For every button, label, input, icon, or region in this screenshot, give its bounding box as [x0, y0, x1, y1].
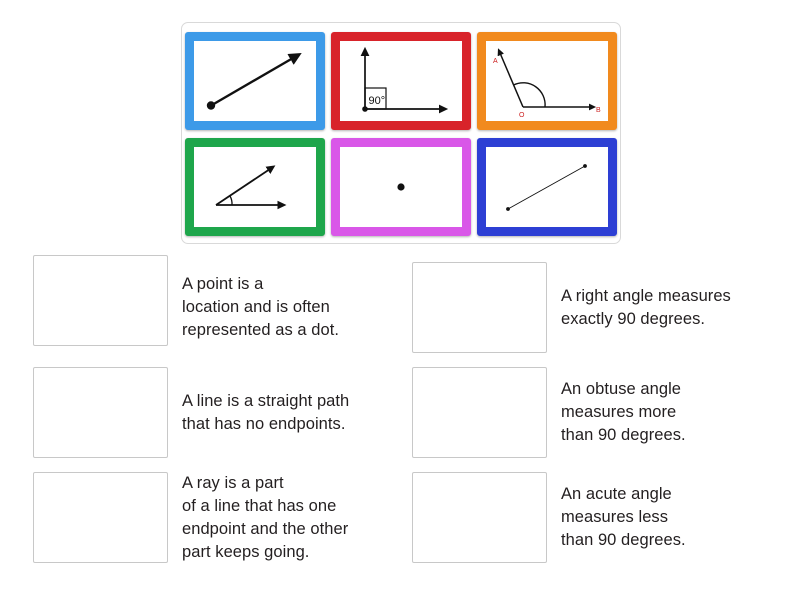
answer-text-obtuse-angle: An obtuse angle measures more than 90 de… — [561, 380, 686, 444]
answer-row: An acute angle measures less than 90 deg… — [412, 465, 787, 570]
acute-angle-figure — [215, 165, 287, 210]
answers-column-left: A point is a location and is often repre… — [33, 255, 408, 570]
drop-zone-acute-angle[interactable] — [412, 472, 547, 563]
tile-acute-angle[interactable] — [185, 138, 325, 236]
drop-zone-point[interactable] — [33, 255, 168, 346]
vertex-label-o: O — [519, 112, 525, 119]
tile-line-segment[interactable] — [477, 138, 617, 236]
answer-row: A line is a straight path that has no en… — [33, 360, 408, 465]
tile-ray[interactable] — [185, 32, 325, 130]
answers-column-right: A right angle measures exactly 90 degree… — [412, 255, 787, 570]
tile-obtuse-angle[interactable]: A O B — [477, 32, 617, 130]
image-bank: 90° A O B — [181, 22, 621, 244]
answer-text-right-angle: A right angle measures exactly 90 degree… — [561, 286, 731, 328]
answer-text-ray: A ray is a part of a line that has one e… — [182, 473, 349, 561]
right-angle-figure: 90° — [360, 46, 449, 114]
answer-text-point: A point is a location and is often repre… — [182, 275, 339, 339]
drop-zone-line[interactable] — [33, 367, 168, 458]
answer-text-acute-angle: An acute angle measures less than 90 deg… — [561, 485, 686, 549]
right-angle-label: 90° — [369, 95, 386, 107]
answer-text-line: A line is a straight path that has no en… — [182, 391, 350, 433]
tile-point[interactable] — [331, 138, 471, 236]
tile-right-angle[interactable]: 90° — [331, 32, 471, 130]
vertex-label-a: A — [493, 58, 498, 65]
drop-zone-ray[interactable] — [33, 472, 168, 563]
line-segment-figure — [506, 164, 587, 211]
tile-grid: 90° A O B — [185, 32, 617, 236]
answer-row: A right angle measures exactly 90 degree… — [412, 255, 787, 360]
point-figure — [397, 183, 405, 191]
drop-zone-right-angle[interactable] — [412, 262, 547, 353]
answer-row: A point is a location and is often repre… — [33, 255, 408, 360]
ray-figure — [206, 52, 302, 110]
vertex-label-b: B — [596, 107, 601, 114]
obtuse-angle-figure: A O B — [493, 48, 601, 119]
answer-row: An obtuse angle measures more than 90 de… — [412, 360, 787, 465]
answer-row: A ray is a part of a line that has one e… — [33, 465, 408, 570]
drop-zone-obtuse-angle[interactable] — [412, 367, 547, 458]
